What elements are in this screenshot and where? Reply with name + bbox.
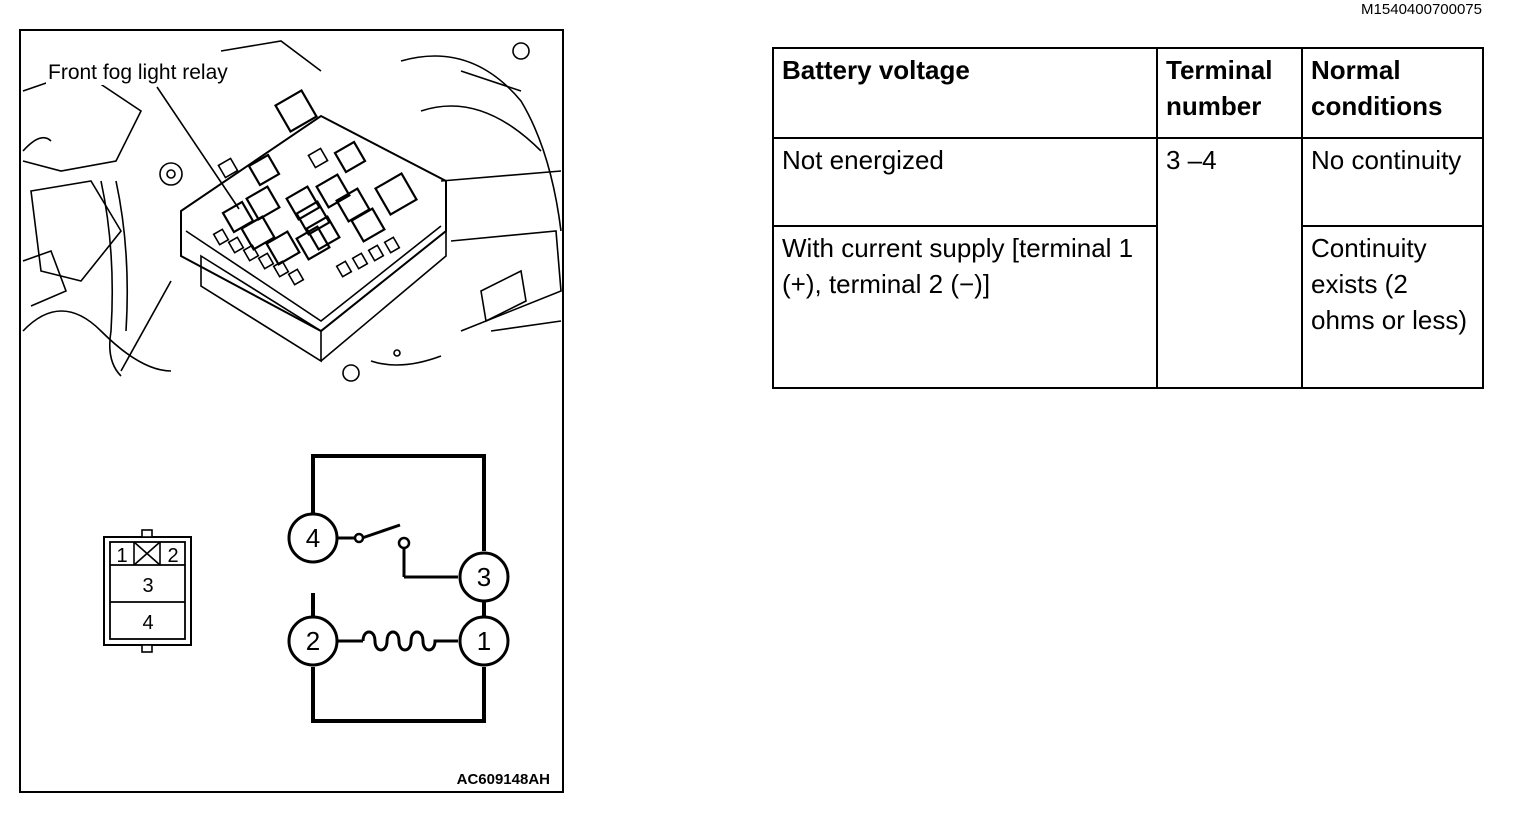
- terminal-label-4: 4: [306, 523, 320, 553]
- connector-pin-3: 3: [142, 575, 153, 597]
- connector-pin-2: 2: [167, 545, 178, 567]
- terminal-3: [458, 551, 510, 603]
- relay-inspection-table: Battery voltage Terminal number Normal c…: [772, 47, 1484, 389]
- relay-figure: 1 2 3 4 4 3 2 1: [22, 40, 562, 723]
- header-battery-voltage: Battery voltage: [772, 47, 1158, 139]
- connector-pin-4: 4: [142, 612, 153, 634]
- figure-code: AC609148AH: [456, 771, 550, 788]
- table-row: With current supply [terminal 1 (+), ter…: [772, 225, 1484, 389]
- cell-condition: No continuity: [1301, 137, 1484, 227]
- header-terminal-number: Terminal number: [1156, 47, 1303, 139]
- cell-voltage: Not energized: [772, 137, 1158, 227]
- terminal-1: [458, 615, 510, 667]
- callout-leader-line: [156, 86, 240, 210]
- terminal-label-3: 3: [477, 562, 491, 592]
- relay-coil: [361, 630, 458, 652]
- document-id: M1540400700075: [1361, 1, 1482, 18]
- switch-contact-right: [397, 536, 411, 550]
- terminal-label-1: 1: [477, 626, 491, 656]
- relay-circuit-diagram: [287, 454, 510, 723]
- terminal-4: [287, 512, 339, 564]
- terminal-2: [287, 615, 339, 667]
- figure-callout: Front fog light relay: [46, 61, 230, 85]
- figure-frame: 1 2 3 4 4 3 2 1 Front fog li: [19, 29, 564, 793]
- cell-condition: Continuity exists (2 ohms or less): [1301, 225, 1484, 389]
- switch-contact-left: [353, 532, 365, 544]
- table-header-row: Battery voltage Terminal number Normal c…: [772, 47, 1484, 139]
- table-row: Not energized 3 –4 No continuity: [772, 137, 1484, 389]
- relay-connector: 1 2 3 4: [103, 529, 192, 653]
- engine-bay-illustration: [22, 40, 562, 382]
- cell-terminal: 3 –4: [1156, 137, 1303, 389]
- cell-voltage: With current supply [terminal 1 (+), ter…: [772, 225, 1158, 389]
- connector-pin-1: 1: [116, 545, 127, 567]
- header-normal-conditions: Normal conditions: [1301, 47, 1484, 139]
- terminal-label-2: 2: [306, 626, 320, 656]
